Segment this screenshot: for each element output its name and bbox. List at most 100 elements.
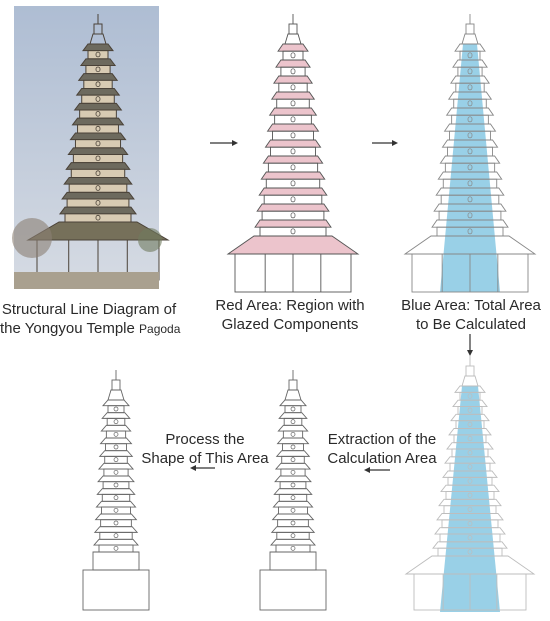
photo-caption: Structural Line Diagram of the Yongyou T… (0, 300, 181, 339)
window (113, 469, 119, 475)
eave (98, 450, 134, 457)
base-building (259, 569, 327, 611)
finial-cap (111, 379, 121, 391)
finial-base (284, 33, 302, 45)
eave (100, 424, 132, 432)
eave (264, 139, 322, 148)
window (113, 495, 119, 501)
window (290, 507, 296, 513)
window (467, 148, 473, 155)
eave (99, 437, 133, 445)
window (113, 507, 119, 513)
window (290, 444, 296, 450)
window (113, 533, 119, 539)
eave (102, 399, 130, 407)
window (467, 535, 473, 541)
red-area-diagram (226, 14, 360, 293)
eave (275, 59, 311, 68)
window (290, 228, 296, 235)
blue-area-diagram-2 (404, 356, 536, 612)
extract-caption-line2: Calculation Area (327, 450, 437, 467)
eave (276, 437, 310, 445)
finial-cap (288, 23, 298, 35)
finial-base (461, 375, 479, 387)
red-caption-line2: Glazed Components (221, 316, 359, 333)
window (467, 180, 473, 187)
window (95, 66, 101, 73)
window (290, 132, 296, 139)
eave (94, 513, 138, 521)
eave (272, 75, 314, 84)
eave (272, 500, 314, 508)
tree (138, 228, 162, 252)
eave (101, 412, 131, 419)
window (290, 520, 296, 526)
processed-shape-diagram (82, 370, 150, 611)
window (290, 212, 296, 219)
window (290, 52, 296, 59)
window (290, 84, 296, 91)
window (467, 435, 473, 442)
finial-base (284, 389, 302, 401)
eave (95, 500, 137, 508)
window (290, 68, 296, 75)
blue-caption: Blue Area: Total Area to Be Calculated (394, 296, 548, 334)
window (95, 155, 101, 162)
blue-area (440, 44, 500, 292)
window (95, 125, 101, 132)
extract-caption-line1: Extraction of the (327, 431, 437, 448)
eave (258, 187, 328, 196)
eave (277, 424, 309, 432)
red-caption-line1: Red Area: Region with (215, 297, 365, 314)
left-arrow-icon (190, 465, 215, 471)
skirt-roof (226, 235, 360, 255)
window (290, 469, 296, 475)
photo-caption-pagoda: Pagoda (139, 322, 181, 336)
window (95, 96, 101, 102)
red-caption: Red Area: Region with Glazed Components (210, 296, 370, 334)
eave (93, 526, 139, 533)
window (290, 406, 296, 412)
photo-caption-line2: the Yongyou Temple (0, 320, 140, 337)
window (467, 68, 473, 75)
window (467, 520, 473, 527)
window (290, 431, 296, 437)
skirt-roof (269, 551, 317, 571)
extracted-area-diagram (259, 370, 327, 611)
eave (273, 488, 313, 495)
finial-base (107, 389, 125, 401)
window (95, 140, 101, 147)
window (467, 84, 473, 91)
photo-caption-line1: Structural Line Diagram of (1, 301, 177, 318)
eave (274, 462, 312, 470)
extract-caption: Extraction of the Calculation Area (318, 430, 446, 468)
window (113, 545, 119, 551)
eave (256, 203, 330, 212)
finial-cap (465, 23, 475, 35)
right-arrow-icon (372, 140, 398, 146)
eave (266, 123, 320, 132)
process-caption-line2: Shape of This Area (141, 450, 269, 467)
window (467, 100, 473, 107)
window (113, 444, 119, 450)
eave (277, 43, 309, 52)
ground (14, 272, 159, 289)
window (113, 482, 119, 488)
window (290, 495, 296, 501)
window (95, 170, 101, 176)
window (113, 520, 119, 526)
window (467, 464, 473, 470)
window (467, 549, 473, 555)
window (113, 406, 119, 412)
window (467, 407, 473, 413)
eave (97, 462, 135, 470)
eave (96, 488, 136, 495)
eave (271, 513, 315, 521)
window (290, 196, 296, 203)
eave (279, 399, 307, 407)
window (113, 419, 119, 425)
window (467, 228, 473, 235)
eave (278, 412, 308, 419)
eave (270, 538, 316, 546)
window (290, 180, 296, 187)
